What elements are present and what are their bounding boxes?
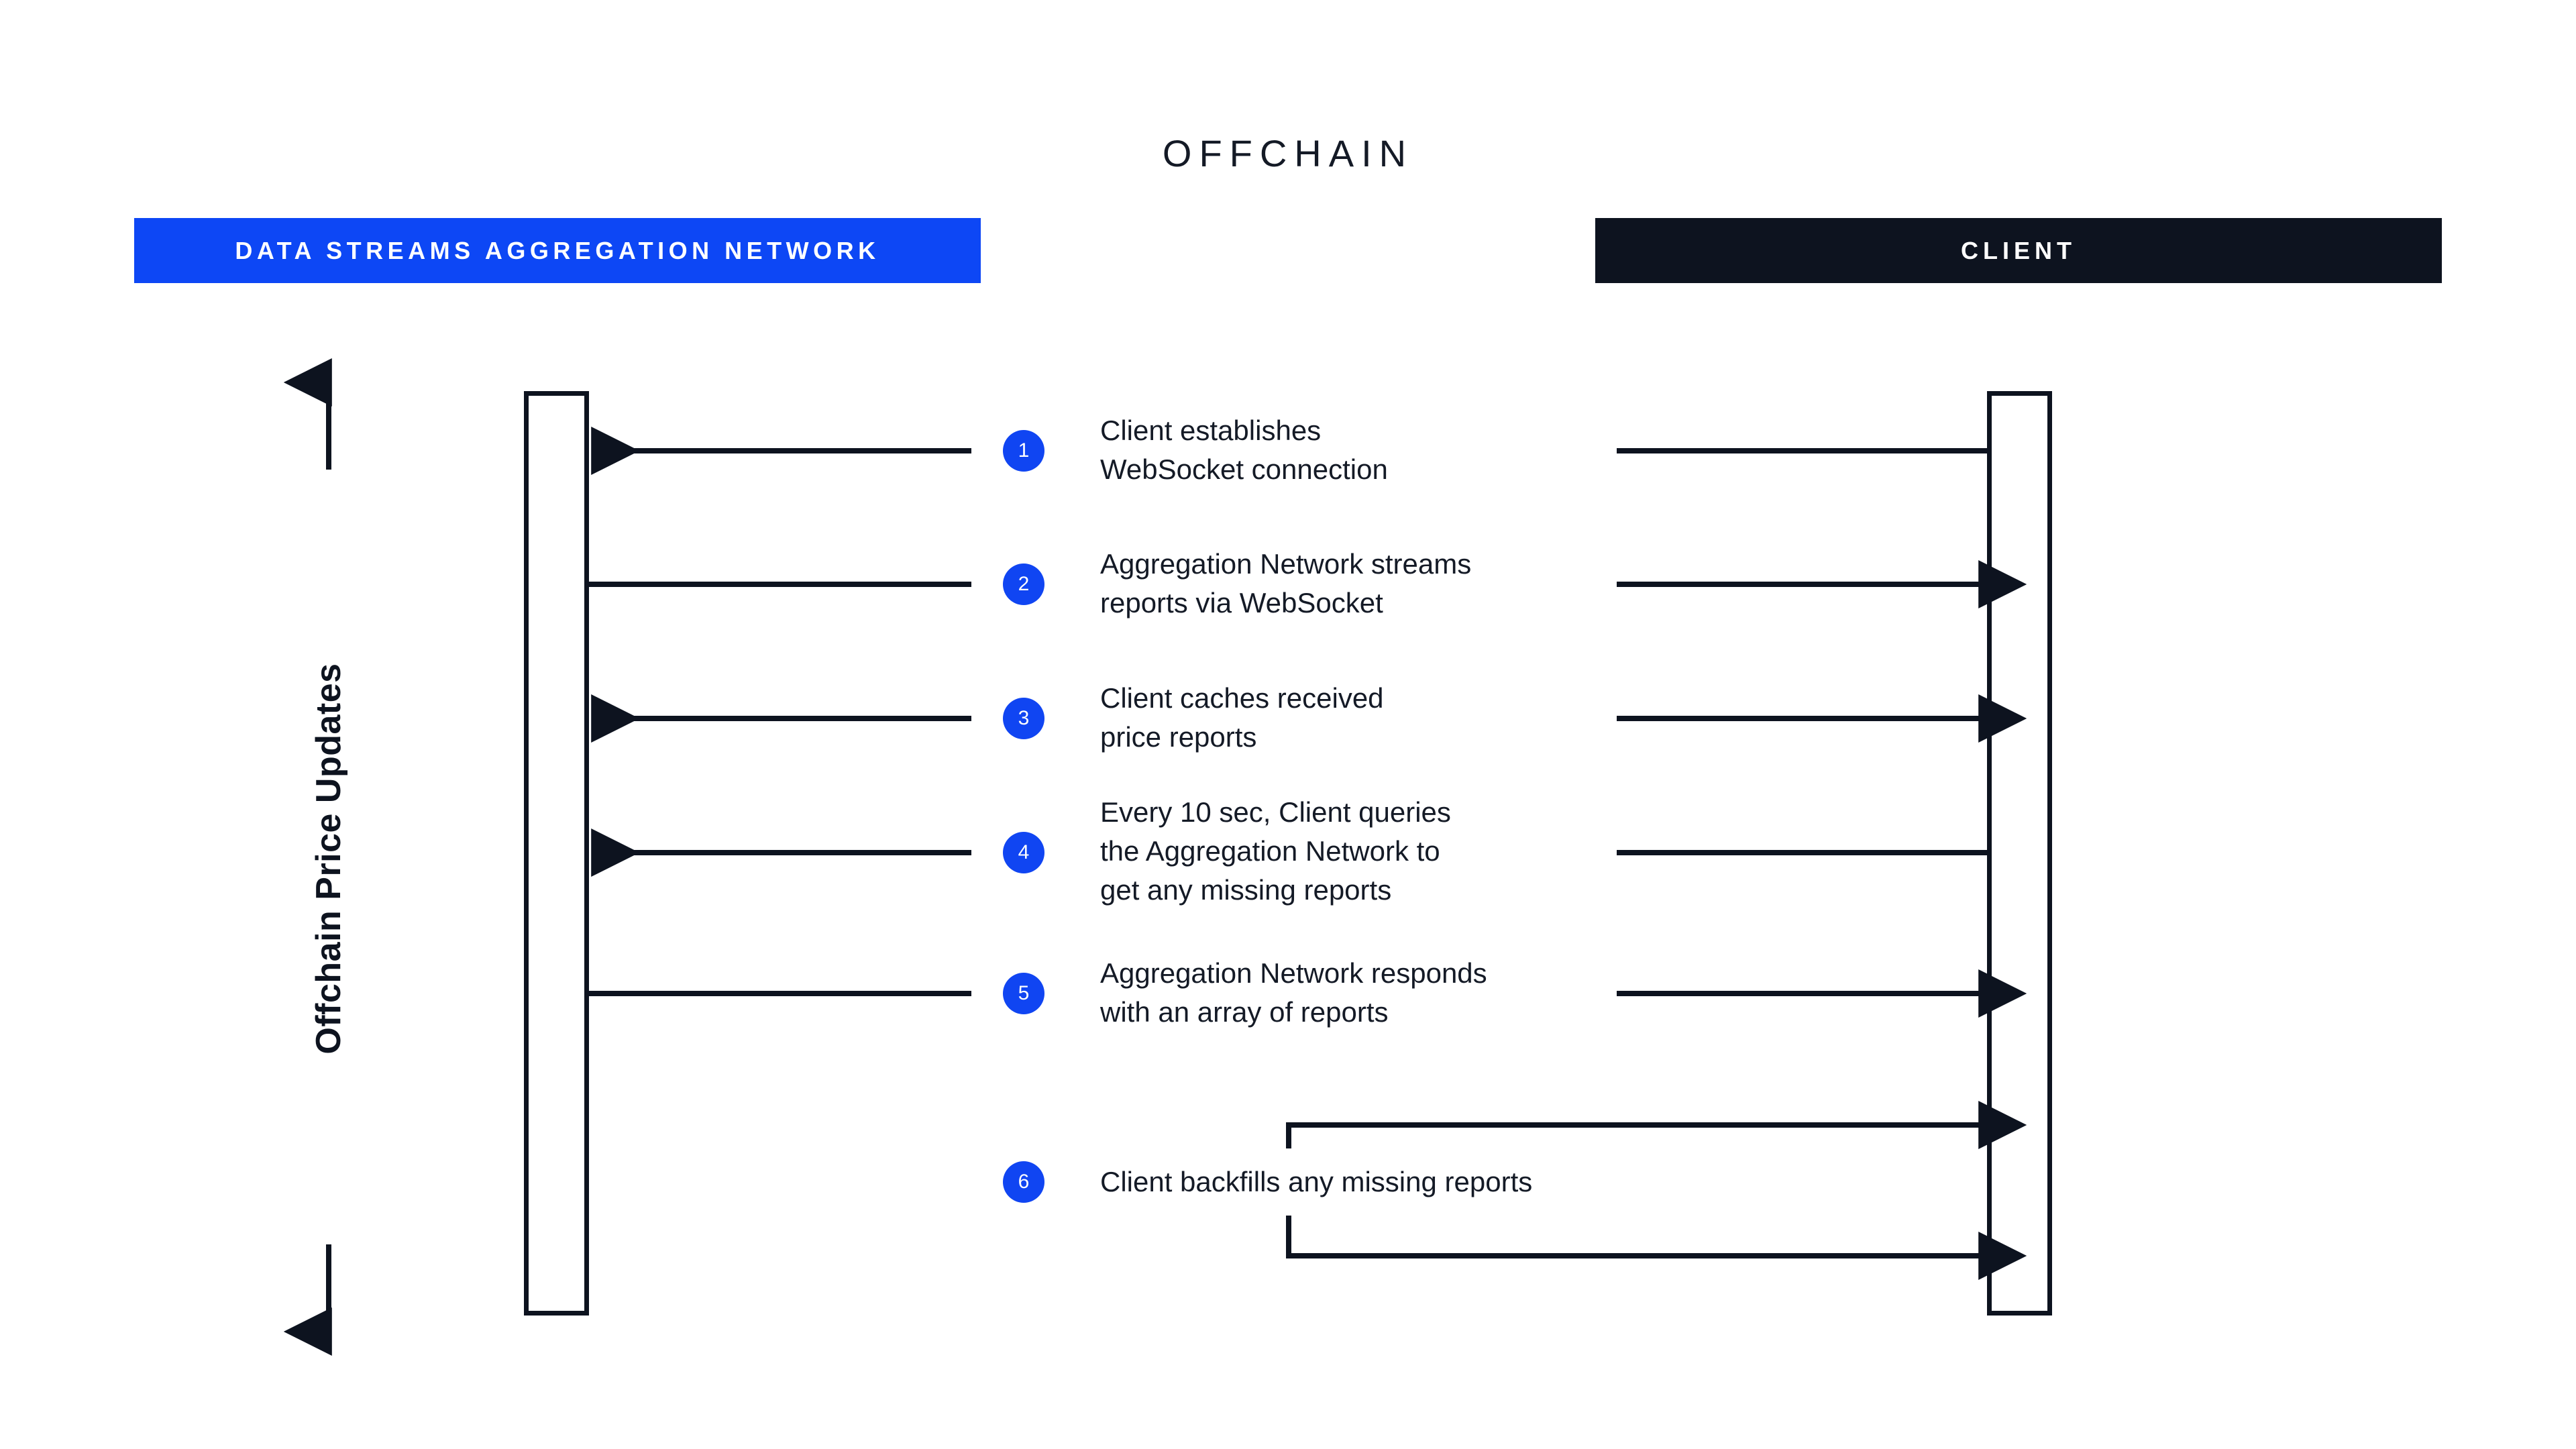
connector-step-6-lower	[1286, 1216, 2027, 1280]
step-badge-3-number: 3	[1018, 707, 1030, 729]
step-text-6: Client backfills any missing reports	[1100, 1166, 1533, 1197]
step-badge-4[interactable]: 4	[1003, 832, 1044, 873]
offchain-price-updates-axis: Offchain Price Updates	[282, 376, 376, 1342]
lane-header-aggregation-network: DATA STREAMS AGGREGATION NETWORK	[134, 218, 981, 283]
step-text-5: Aggregation Network responds with an arr…	[1100, 957, 1487, 1028]
lane-header-client-label: CLIENT	[1961, 236, 2076, 264]
step-badge-4-number: 4	[1018, 841, 1030, 863]
page-title: OFFCHAIN	[1162, 132, 1414, 174]
step-badge-5-number: 5	[1018, 982, 1030, 1004]
step-text-3: Client caches received price reports	[1100, 682, 1384, 753]
step-badge-1-number: 1	[1018, 439, 1030, 462]
step-badge-1[interactable]: 1	[1003, 430, 1044, 472]
step-badge-3[interactable]: 3	[1003, 698, 1044, 739]
step-badge-2-number: 2	[1018, 573, 1030, 595]
axis-label: Offchain Price Updates	[309, 663, 348, 1055]
step-badge-2[interactable]: 2	[1003, 564, 1044, 605]
step-text-4: Every 10 sec, Client queries the Aggrega…	[1100, 796, 1451, 906]
connector-step-6-upper	[1286, 1101, 2027, 1149]
lifeline-client	[1987, 391, 2052, 1316]
step-badge-6[interactable]: 6	[1003, 1161, 1044, 1203]
lane-header-aggregation-network-label: DATA STREAMS AGGREGATION NETWORK	[235, 236, 880, 264]
lifeline-aggregation-network	[524, 391, 589, 1316]
step-badge-6-number: 6	[1018, 1171, 1030, 1193]
step-badge-5[interactable]: 5	[1003, 973, 1044, 1014]
step-text-1: Client establishes WebSocket connection	[1100, 415, 1388, 485]
step-text-2: Aggregation Network streams reports via …	[1100, 548, 1472, 619]
lane-header-client: CLIENT	[1595, 218, 2442, 283]
